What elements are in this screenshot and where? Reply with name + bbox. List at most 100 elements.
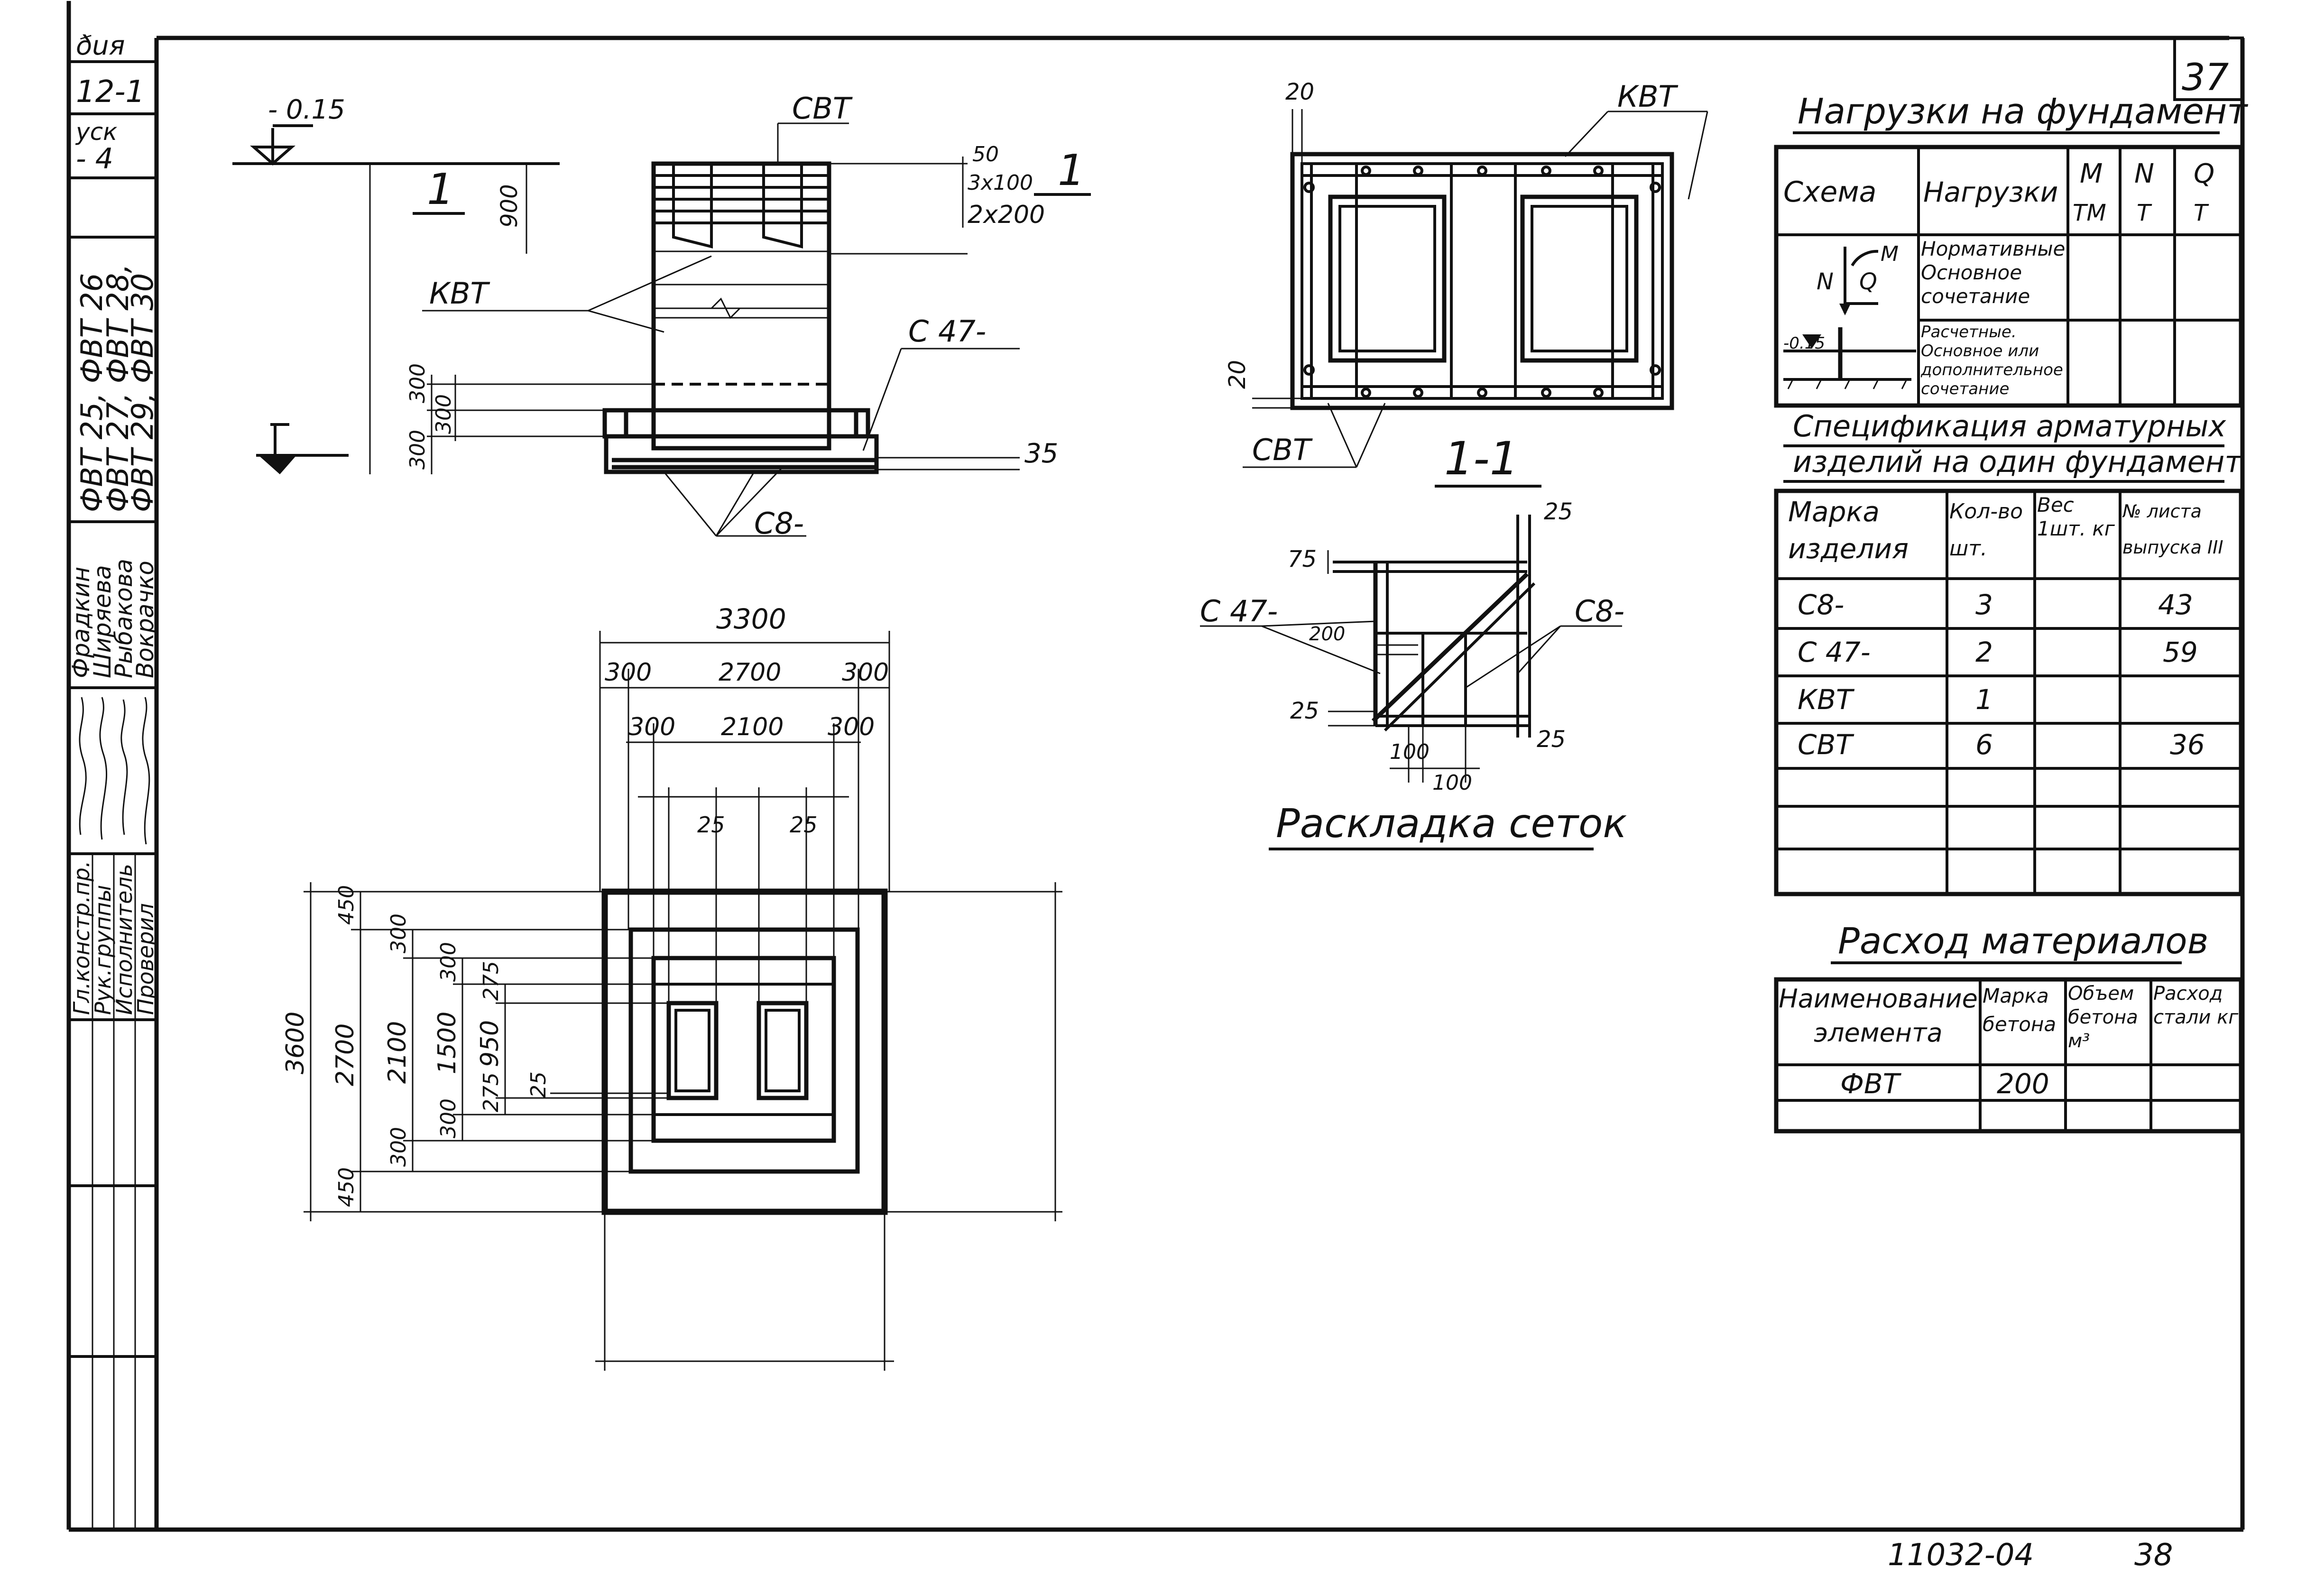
spec-header-weight: Вес 1шт. кг xyxy=(2037,493,2115,540)
plan-top-view: КВТ СВТ 20 20 xyxy=(1224,79,1708,468)
plan-label-svt: СВТ xyxy=(1252,433,1313,467)
loads-header-scheme: Схема xyxy=(1783,175,1876,209)
product-marks-2: ФВТ 27, ФВТ 28, xyxy=(101,264,135,512)
elevation-view: - 0.15 СВТ КВТ xyxy=(232,91,1091,541)
materials-row-1-grade: 200 xyxy=(1997,1068,2049,1100)
spec-header-mark: Марка изделия xyxy=(1788,496,1909,565)
section-dim-200: 200 xyxy=(1309,623,1345,645)
spec-row-4-sheet: 36 xyxy=(2170,729,2205,761)
loads-unit-n: Т xyxy=(2137,200,2152,226)
dim-300-a: 300 xyxy=(406,363,430,403)
plan-dim-20-side: 20 xyxy=(1224,360,1251,389)
signer-name-3: Рыбакова xyxy=(110,559,138,678)
loads-title: Нагрузки на фундамент xyxy=(1798,91,2248,132)
loads-header-n: N xyxy=(2134,158,2154,189)
dim-300-b: 300 xyxy=(432,394,456,434)
section-label-c47: С 47- xyxy=(1200,594,1278,628)
loads-header-loads: Нагрузки xyxy=(1923,176,2058,208)
product-marks-1: ФВТ 25, ФВТ 26 xyxy=(74,273,109,512)
materials-title: Расход материалов xyxy=(1838,920,2208,962)
section-mark-left: 1 xyxy=(427,165,454,214)
scheme-q: Q xyxy=(1859,268,1877,295)
section-title: 1-1 xyxy=(1444,432,1519,485)
signer-name-4: Вокрачко xyxy=(131,561,159,678)
scheme-level: -0.15 xyxy=(1783,334,1825,353)
dim-2100-vertical: 2100 xyxy=(383,1021,412,1084)
spec-row-1-sheet: 43 xyxy=(2158,589,2193,621)
section-dim-25-bottom: 25 xyxy=(1537,726,1566,753)
dim-900: 900 xyxy=(496,184,523,228)
dim-50: 50 xyxy=(972,142,999,166)
loads-unit-q: Т xyxy=(2194,200,2209,226)
dim-2700: 2700 xyxy=(719,658,781,687)
role-2: Рук.группы xyxy=(90,885,116,1015)
dim-3600: 3600 xyxy=(281,1012,310,1074)
dim-450-bottom: 450 xyxy=(334,1167,359,1207)
elev-label-c8: С8- xyxy=(754,506,804,541)
plan-label-kvt: КВТ xyxy=(1617,79,1679,114)
dim-3300: 3300 xyxy=(716,603,786,635)
spec-table: Спецификация арматурных изделий на один … xyxy=(1774,409,2243,896)
sheet-code: 11032-04 xyxy=(1888,1538,2034,1573)
dim-450-top: 450 xyxy=(334,885,359,925)
elev-label-c47: С 47- xyxy=(908,314,986,349)
loads-header-m: M xyxy=(2080,158,2103,189)
dim-300-top: 300 xyxy=(387,913,411,953)
dim-2700-vertical: 2700 xyxy=(331,1024,360,1086)
loads-row-design: Расчетные. Основное или дополнительное с… xyxy=(1921,323,2063,398)
spec-row-2-qty: 2 xyxy=(1975,636,1993,668)
materials-table: Расход материалов Наименование элемента … xyxy=(1774,920,2243,1134)
level-bottom-marker xyxy=(258,455,296,474)
spec-row-4-qty: 6 xyxy=(1975,729,1993,761)
issue-text-2: - 4 xyxy=(76,142,113,175)
spec-title-1: Спецификация арматурных xyxy=(1793,409,2226,443)
materials-header-concrete-grade: Марка бетона xyxy=(1983,984,2057,1036)
dim-25-a: 25 xyxy=(697,812,725,838)
loads-header-q: Q xyxy=(2194,158,2214,189)
spec-row-2-sheet: 59 xyxy=(2163,636,2198,668)
dim-300-bottom-2: 300 xyxy=(436,1098,461,1138)
section-dim-100-b: 100 xyxy=(1432,771,1472,795)
plan-dim-20-top: 20 xyxy=(1285,79,1314,105)
dim-300-right-2: 300 xyxy=(828,713,875,741)
dim-300-left-2: 300 xyxy=(628,713,675,741)
title-strip: ðuя 12-1 уск - 4 ФВТ 25, ФВТ 26 ФВТ 27, … xyxy=(67,30,160,1530)
section-dim-100-a: 100 xyxy=(1390,740,1430,764)
spec-row-4-mark: СВТ xyxy=(1798,729,1854,761)
scheme-n: N xyxy=(1817,268,1834,295)
plan-bottom-view: 3300 300 2700 300 300 2100 300 25 25 360… xyxy=(281,603,1062,1371)
spec-row-3-mark: КВТ xyxy=(1798,683,1855,716)
materials-header-steel: Расход стали кг xyxy=(2153,983,2239,1028)
elev-label-svt: СВТ xyxy=(792,91,853,126)
dim-2100: 2100 xyxy=(721,713,784,741)
loads-row-normative: Нормативные. Основное сочетание xyxy=(1921,237,2066,308)
section-subtitle: Раскладка сеток xyxy=(1276,800,1627,847)
dim-275-bottom: 275 xyxy=(479,1072,503,1112)
sheet-number: 37 xyxy=(2182,56,2229,99)
level-top: - 0.15 xyxy=(268,94,345,125)
section-dim-25-top: 25 xyxy=(1544,498,1573,525)
load-scheme-sketch: N Q M -0.15 xyxy=(1783,242,1916,389)
section-dim-75: 75 xyxy=(1288,546,1317,572)
dim-35: 35 xyxy=(1024,438,1058,469)
section-label-c8: С8- xyxy=(1575,594,1624,628)
role-1: Гл.констр.пр. xyxy=(69,861,94,1015)
dim-3x100: 3x100 xyxy=(968,171,1033,195)
dim-300-left: 300 xyxy=(605,658,652,687)
series-text-2: 12-1 xyxy=(76,74,145,110)
dim-2x200: 2x200 xyxy=(968,201,1045,229)
role-4: Проверил xyxy=(133,903,158,1015)
section-mark-right: 1 xyxy=(1058,146,1085,195)
section-dim-25-left: 25 xyxy=(1290,698,1319,724)
series-text-1: ðuя xyxy=(76,30,125,61)
signer-name-2: Ширяева xyxy=(89,565,116,678)
spec-row-3-qty: 1 xyxy=(1975,683,1993,716)
issue-text-1: уск xyxy=(75,118,117,146)
dim-25-b: 25 xyxy=(790,812,818,838)
dim-300-top-2: 300 xyxy=(436,942,461,982)
spec-row-1-mark: С8- xyxy=(1798,589,1844,621)
spec-header-sheet: № листа выпуска III xyxy=(2122,501,2223,558)
signer-name-1: Фрадкин xyxy=(67,567,95,678)
materials-header-concrete-volume: Объем бетона м³ xyxy=(2068,983,2138,1052)
